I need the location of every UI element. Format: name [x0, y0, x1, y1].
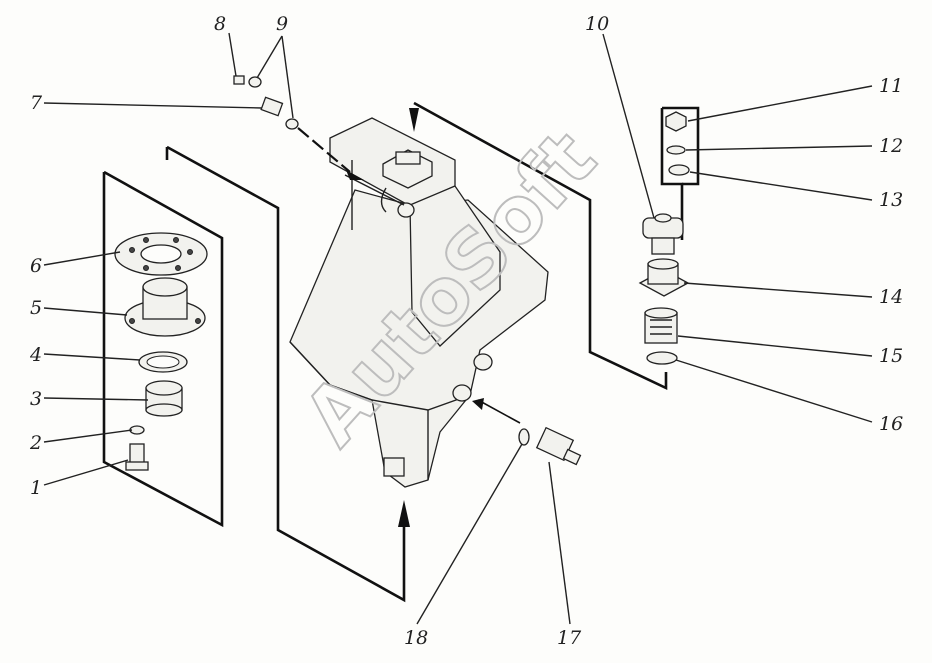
ring-9b [285, 118, 299, 130]
callout-10: 10 [585, 13, 609, 35]
callout-6: 6 [30, 255, 42, 277]
arrow-to-tank [346, 170, 364, 180]
strainer-15 [644, 307, 678, 344]
callout-8: 8 [214, 13, 226, 35]
callout-5: 5 [30, 297, 42, 319]
assembly-line-top [297, 127, 351, 173]
bottom-arrow [398, 500, 410, 527]
top-arrow [409, 108, 419, 132]
bolt-1 [125, 443, 149, 471]
callout-16: 16 [879, 413, 903, 435]
right-bracket-13 [660, 108, 684, 240]
ring-16 [646, 351, 678, 365]
callout-12: 12 [879, 135, 903, 157]
hydraulic-tank [289, 117, 549, 488]
callout-4: 4 [29, 344, 42, 366]
left-frame-inner [166, 145, 406, 603]
ring-9a [248, 76, 262, 88]
o-ring-18 [518, 428, 530, 446]
callout-13: 13 [879, 189, 903, 211]
washer-13 [668, 164, 690, 176]
nut-11 [665, 111, 687, 132]
plug-3 [145, 380, 183, 417]
left-frame-outer [102, 170, 224, 528]
callout-18: 18 [404, 627, 428, 649]
sleeve-7 [260, 96, 284, 117]
part-8 [233, 75, 245, 85]
washer-2 [129, 425, 145, 435]
callout-2: 2 [29, 432, 42, 454]
assembly-line-17 [477, 399, 521, 424]
callout-14: 14 [879, 286, 903, 308]
right-bracket-top [662, 106, 700, 186]
fitting-17 [535, 426, 582, 466]
callout-9: 9 [276, 13, 288, 35]
arrow-to-port [472, 398, 484, 410]
filler-cap-10 [642, 213, 684, 255]
callout-15: 15 [879, 345, 903, 367]
callout-11: 11 [879, 75, 903, 97]
callout-7: 7 [30, 92, 43, 114]
flange-6 [114, 232, 208, 276]
callout-3: 3 [30, 388, 42, 410]
washer-12 [666, 145, 686, 155]
flange-14 [638, 258, 690, 297]
callout-17: 17 [557, 627, 582, 649]
callout-1: 1 [30, 477, 42, 499]
leader-lines [43, 32, 873, 625]
cover-5 [124, 277, 206, 337]
right-frame [413, 101, 668, 391]
